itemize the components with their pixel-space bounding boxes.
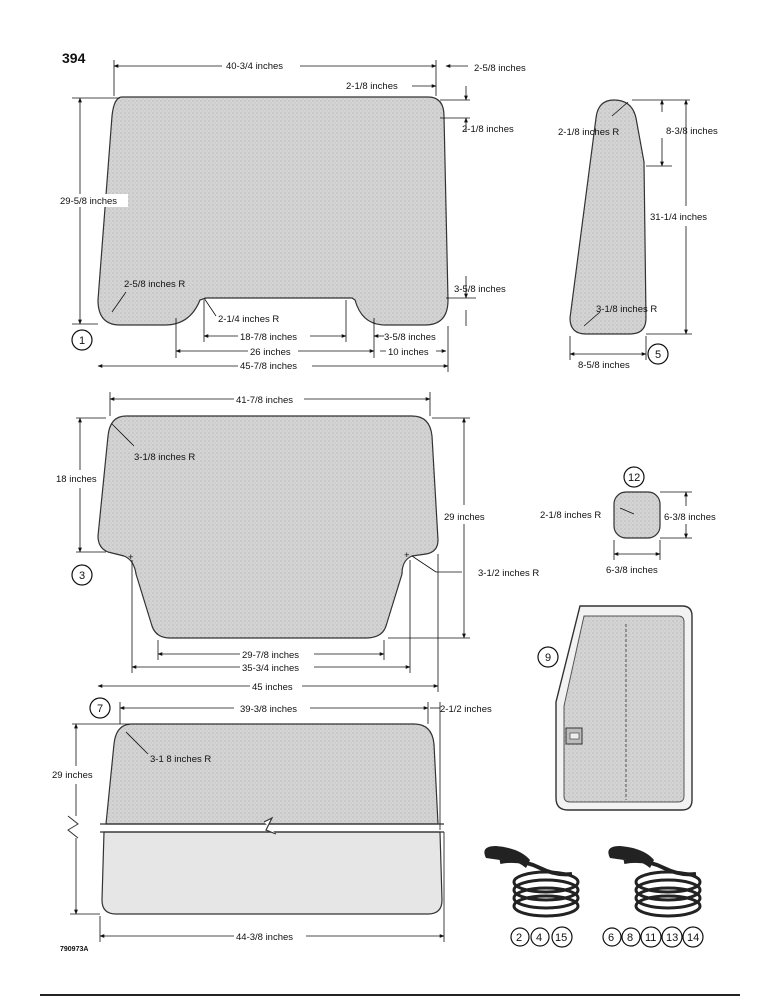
panel-1-corner-horizontal: 2-1/8 inches: [346, 81, 398, 92]
panel-1-top-width: 40-3/4 inches: [226, 61, 283, 72]
panel-1-top-right-offset: 2-5/8 inches: [474, 63, 526, 74]
svg-text:+: +: [128, 552, 134, 563]
panel-12-width: 6-3/8 inches: [606, 565, 658, 576]
bottom-rule: [40, 994, 740, 996]
panel-5-bottom-radius: 3-1/8 inches R: [596, 304, 657, 315]
weatherstrip-a-callouts: 2 4 15: [510, 926, 573, 948]
weatherstrip-coil-b: [608, 846, 702, 918]
panel-1-notch-depth: 3-5/8 inches: [454, 284, 506, 295]
panel-9-glass: [563, 615, 685, 803]
panel-3-upper-height: 18 inches: [56, 474, 97, 485]
panel-12-height: 6-3/8 inches: [664, 512, 716, 523]
panel-1-bottom-width: 45-7/8 inches: [240, 361, 297, 372]
panel-5-upper-height: 8-3/8 inches: [666, 126, 718, 137]
panel-5-bottom-width: 8-5/8 inches: [578, 360, 630, 371]
panel-1-callout: 1: [79, 335, 85, 347]
panel-3-callout-circle: [71, 564, 93, 586]
panel-5: 2-1/8 inches R 8-3/8 inches 31-1/4 inche…: [558, 99, 718, 371]
weatherstrip-a-callout-1: 2: [516, 932, 522, 944]
panel-1-notch-span: 18-7/8 inches: [240, 332, 297, 343]
panel-7-top-width: 39-3/8 inches: [240, 704, 297, 715]
panel-1-callout-circle: [71, 329, 93, 351]
panel-7-callout-circle: [89, 697, 111, 719]
panel-12-glass: [613, 491, 661, 539]
panel-3-callout: 3: [79, 570, 85, 582]
panel-7-height: 29 inches: [52, 770, 93, 781]
panel-7: 39-3/8 inches 2-1/2 inches 3-1 8 inches …: [52, 697, 492, 943]
panel-7-glass-upper: [105, 723, 439, 825]
panel-12-callout-circle: [623, 466, 645, 488]
panel-1-glass: [97, 96, 449, 326]
panel-3-bottom-width: 29-7/8 inches: [242, 650, 299, 661]
panel-3-overall-width: 45 inches: [252, 682, 293, 693]
panel-3-top-left-radius: 3-1/8 inches R: [134, 452, 195, 463]
weatherstrip-b-callout-4: 13: [666, 932, 678, 944]
panel-7-callout: 7: [97, 703, 103, 715]
panel-12-corner-radius: 2-1/8 inches R: [540, 510, 601, 521]
panel-7-bottom-width: 44-3/8 inches: [236, 932, 293, 943]
weatherstrip-a-callout-2: 4: [536, 932, 542, 944]
panel-1-lower-left-radius: 2-5/8 inches R: [124, 279, 185, 290]
panel-7-side-offset: 2-1/2 inches: [440, 704, 492, 715]
weatherstrip-b-callout-5: 14: [687, 932, 699, 944]
panel-1: 40-3/4 inches 2-5/8 inches 2-1/8 inches …: [58, 59, 526, 372]
panel-7-corner-radius: 3-1 8 inches R: [150, 754, 211, 765]
panel-5-top-radius: 2-1/8 inches R: [558, 127, 619, 138]
panel-1-right-corner-width: 3-5/8 inches: [384, 332, 436, 343]
panel-3-notch-radius: 3-1/2 inches R: [478, 568, 539, 579]
panel-12-callout: 12: [628, 472, 640, 484]
panel-1-notch-outer-span: 26 inches: [250, 347, 291, 358]
panel-3-notch-span: 35-3/4 inches: [242, 663, 299, 674]
panel-7-glass-lower: [101, 831, 443, 915]
weatherstrip-a-callout-3: 15: [555, 932, 567, 944]
panel-12: 12 2-1/8 inches R 6-3/8 inches 6-3/8 inc…: [540, 466, 716, 576]
weatherstrip-coil-a: [484, 846, 580, 918]
weatherstrip-b-callout-2: 8: [627, 932, 633, 944]
weatherstrip-b-callout-3: 11: [645, 932, 656, 944]
panel-3-glass: [97, 415, 439, 639]
panel-1-height: 29-5/8 inches: [60, 196, 117, 207]
panel-9-callout-circle: [537, 646, 559, 668]
panel-3-height: 29 inches: [444, 512, 485, 523]
panel-5-glass: [569, 99, 647, 335]
panel-3-top-width: 41-7/8 inches: [236, 395, 293, 406]
panel-5-callout-circle: [647, 343, 669, 365]
weatherstrip-b-callouts: 6 8 11 13 14: [602, 926, 704, 948]
panel-1-notch-radius: 2-1/4 inches R: [218, 314, 279, 325]
weatherstrip-b-callout-1: 6: [608, 932, 614, 944]
page-number: 394: [62, 50, 86, 66]
panel-5-height: 31-1/4 inches: [650, 212, 707, 223]
svg-text:+: +: [404, 550, 410, 561]
panel-5-callout: 5: [655, 349, 661, 361]
panel-1-right-segment: 10 inches: [388, 347, 429, 358]
panel-9-callout: 9: [545, 652, 551, 664]
panel-1-corner-vertical: 2-1/8 inches: [462, 124, 514, 135]
panel-3: 41-7/8 inches 3-1/8 inches R 18 inches 2…: [56, 392, 539, 693]
figure-code: 790973A: [60, 946, 89, 953]
panel-9: 9: [537, 605, 693, 811]
